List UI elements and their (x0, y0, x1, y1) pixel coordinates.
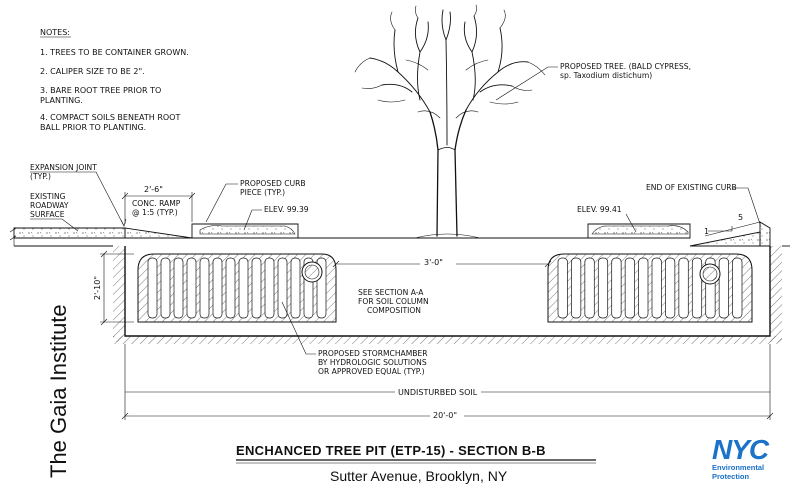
chamber-rib (173, 257, 184, 319)
chamber-rib (186, 257, 197, 319)
roadway-surface (9, 227, 193, 246)
dim-chamber-height-label: 2'-10" (93, 276, 102, 300)
stormchamber-right (547, 253, 753, 323)
undisturbed-soil-line: UNDISTURBED SOIL (124, 344, 771, 420)
notes-block: NOTES: 1. TREES TO BE CONTAINER GROWN. 2… (40, 28, 189, 132)
chamber-rib (691, 257, 703, 319)
note-4: 4. COMPACT SOILS BENEATH ROOT (40, 113, 180, 122)
chamber-rib (624, 257, 635, 319)
chamber-rib (277, 257, 288, 319)
tree-illustration (354, 4, 546, 237)
proposed-tree-callout: PROPOSED TREE. (BALD CYPRESS, sp. Taxodi… (495, 62, 691, 101)
chamber-rib (718, 257, 729, 319)
see-section-line-2: FOR SOIL COLUMN (358, 297, 429, 306)
institute-name: The Gaia Institute (46, 304, 71, 478)
chamber-rib (212, 257, 223, 319)
stormchamber-callout: PROPOSED STORMCHAMBER BY HYDROLOGIC SOLU… (281, 301, 428, 376)
see-section-line-1: SEE SECTION A-A (358, 288, 424, 297)
stormchamber-label-1: PROPOSED STORMCHAMBER (318, 349, 428, 358)
proposed-curb-typ: PIECE (TYP.) (240, 188, 285, 197)
chamber-rib (638, 257, 649, 319)
excavation-boundary (14, 245, 790, 344)
title-block: ENCHANCED TREE PIT (ETP-15) - SECTION B-… (236, 443, 596, 484)
chamber-rib (147, 257, 158, 319)
note-1: 1. TREES TO BE CONTAINER GROWN. (40, 48, 189, 57)
proposed-curb-label: PROPOSED CURB (240, 179, 306, 188)
chamber-rib (732, 257, 743, 319)
stormchamber-left (137, 253, 337, 323)
chamber-rib (584, 257, 595, 319)
dim-total-width-label: 20'-0" (433, 411, 457, 420)
see-section-line-3: COMPOSITION (367, 306, 421, 315)
elev-right-callout: ELEV. 99.41 (577, 205, 637, 233)
chamber-rib (665, 257, 676, 319)
elev-left-label: ELEV. 99.39 (264, 205, 309, 214)
right-roadway-surface (689, 221, 771, 247)
note-3: 3. BARE ROOT TREE PRIOR TO (40, 86, 161, 95)
note-4-cont: BALL PRIOR TO PLANTING. (40, 123, 146, 132)
ramp-ratio-1: 1 (704, 227, 709, 236)
chamber-rib (678, 257, 689, 319)
dim-ramp-width-label: 2'-6" (144, 185, 163, 194)
expansion-joint-label: EXPANSION JOINT (30, 163, 97, 172)
dim-ramp-width: 2'-6" (121, 185, 196, 224)
undisturbed-soil-label: UNDISTURBED SOIL (398, 388, 478, 397)
existing-roadway-label-2: ROADWAY (30, 201, 69, 210)
conc-ramp-label: CONC. RAMP (132, 199, 181, 208)
existing-roadway-callout: EXISTING ROADWAY SURFACE (30, 192, 79, 232)
notes-heading: NOTES: (40, 28, 70, 37)
chamber-rib (557, 257, 568, 319)
chamber-rib (199, 257, 210, 319)
proposed-tree-species: sp. Taxodium distichum) (560, 71, 652, 80)
proposed-tree-label: PROPOSED TREE. (BALD CYPRESS, (560, 62, 691, 71)
chamber-rib (251, 257, 262, 319)
chamber-rib (597, 257, 609, 319)
chamber-rib (290, 257, 301, 319)
see-section-note: SEE SECTION A-A FOR SOIL COLUMN COMPOSIT… (358, 288, 429, 315)
drawing-subtitle: Sutter Avenue, Brooklyn, NY (330, 468, 508, 484)
existing-roadway-label-3: SURFACE (30, 210, 65, 219)
end-curb-callout: END OF EXISTING CURB (646, 183, 761, 225)
dim-gap-width: 3'-0" (332, 256, 552, 268)
chamber-rib (264, 257, 275, 319)
nyc-logo-mark: NYC (712, 434, 770, 465)
note-3-cont: PLANTING. (40, 96, 83, 105)
expansion-joint-callout: EXPANSION JOINT (TYP.) (30, 163, 127, 227)
dim-chamber-height: 2'-10" (93, 250, 134, 326)
dim-gap-width-label: 3'-0" (424, 258, 443, 267)
nyc-dep-logo: NYC Environmental Protection (712, 434, 771, 481)
stormchamber-label-3: OR APPROVED EQUAL (TYP.) (318, 367, 425, 376)
chamber-rib (160, 257, 171, 319)
chamber-rib (651, 257, 662, 319)
dim-total-width: 20'-0" (121, 409, 774, 420)
expansion-joint-typ: (TYP.) (30, 172, 51, 181)
nyc-logo-line-2: Protection (712, 472, 750, 481)
proposed-curb-callout: PROPOSED CURB PIECE (TYP.) (205, 179, 306, 223)
ramp-ratio-5: 5 (738, 213, 743, 222)
chamber-rib (611, 257, 622, 319)
stormchamber-label-2: BY HYDROLOGIC SOLUTIONS (318, 358, 427, 367)
nyc-logo-line-1: Environmental (712, 463, 764, 472)
chamber-rib (571, 257, 582, 319)
curb-pieces (191, 223, 691, 239)
conc-ramp-slope-label: @ 1:5 (TYP.) (132, 208, 178, 217)
elev-left-callout: ELEV. 99.39 (243, 205, 309, 231)
end-curb-label: END OF EXISTING CURB (646, 183, 737, 192)
chamber-rib (225, 257, 236, 319)
existing-roadway-label-1: EXISTING (30, 192, 66, 201)
drawing-title: ENCHANCED TREE PIT (ETP-15) - SECTION B-… (236, 443, 546, 458)
elev-right-label: ELEV. 99.41 (577, 205, 622, 214)
note-2: 2. CALIPER SIZE TO BE 2". (40, 67, 145, 76)
chamber-rib (238, 257, 249, 319)
